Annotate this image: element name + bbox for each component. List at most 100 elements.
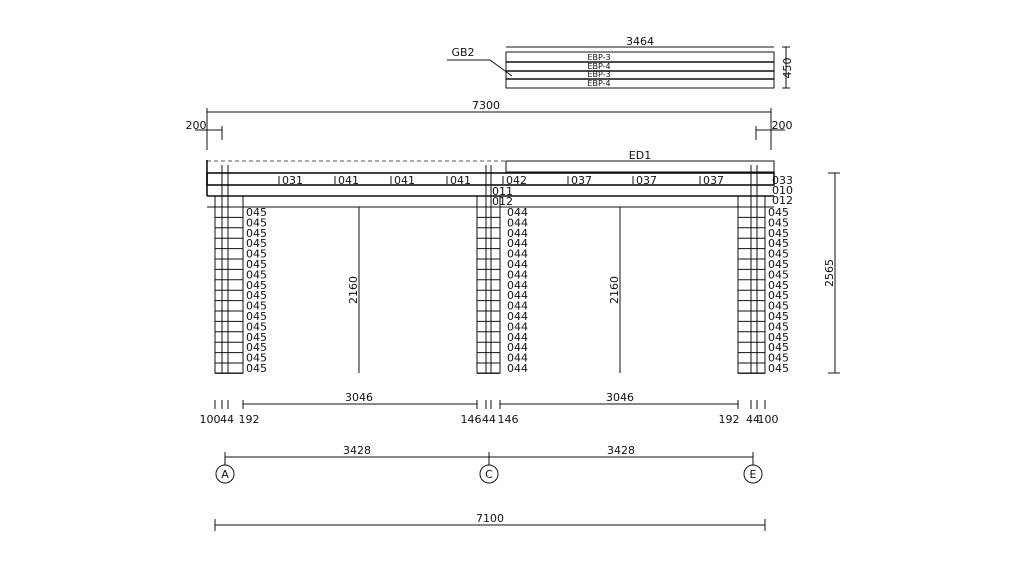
- panel-row-3: EBP-3: [587, 70, 610, 79]
- column-label: 045: [246, 258, 267, 271]
- panel-width-dim: 3464: [626, 35, 654, 48]
- panel-row-4: EBP-4: [587, 79, 610, 88]
- axis-label-E: E: [750, 468, 757, 481]
- beam-label: 037: [703, 174, 724, 187]
- column-label: 045: [768, 258, 789, 271]
- column-label: 044: [507, 248, 528, 261]
- column-label: 044: [507, 352, 528, 365]
- mid-label: 011: [492, 185, 513, 198]
- column-label: 045: [246, 279, 267, 292]
- column-label: 045: [246, 352, 267, 365]
- panel-height-dim: 450: [781, 58, 794, 79]
- post-1: [476, 195, 501, 374]
- column-label: 045: [246, 341, 267, 354]
- dim-146-mid-right: 146: [498, 413, 519, 426]
- dim-44-mid: 44: [482, 413, 496, 426]
- column-label: 045: [246, 248, 267, 261]
- beam-label: 037: [636, 174, 657, 187]
- column-label: 044: [507, 362, 528, 375]
- right-top-label: 010: [772, 184, 793, 197]
- column-label: 045: [246, 268, 267, 281]
- dim-100-left: 100: [200, 413, 221, 426]
- column-label: 044: [507, 300, 528, 313]
- column-label: 045: [768, 227, 789, 240]
- column-label: 045: [768, 320, 789, 333]
- column-label: 045: [768, 300, 789, 313]
- column-label: 045: [246, 331, 267, 344]
- clear-height-right: 2160: [608, 276, 621, 304]
- column-label: 044: [507, 258, 528, 271]
- column-label: 045: [768, 248, 789, 261]
- axis-span-right: 3428: [607, 444, 635, 457]
- roof-edge-label: ED1: [629, 149, 651, 162]
- right-top-label: 012: [772, 194, 793, 207]
- column-label: 045: [246, 289, 267, 302]
- column-label: 045: [768, 341, 789, 354]
- dim-100-right: 100: [758, 413, 779, 426]
- column-label: 045: [768, 216, 789, 229]
- panel-row-1: EBP-3: [587, 53, 610, 62]
- axis-bubble: [215, 464, 235, 484]
- column-label: 045: [246, 300, 267, 313]
- column-label: 044: [507, 237, 528, 250]
- column-label: 044: [507, 341, 528, 354]
- roof-edge: [505, 160, 775, 173]
- column-label: 045: [246, 362, 267, 375]
- axis-bubble: [479, 464, 499, 484]
- overhang-right-dim: 200: [772, 119, 793, 132]
- clear-span-right: 3046: [606, 391, 634, 404]
- beam-label: 037: [571, 174, 592, 187]
- beam-label: 041: [338, 174, 359, 187]
- column-label: 044: [507, 289, 528, 302]
- right-top-label: 033: [772, 174, 793, 187]
- column-label: 044: [507, 268, 528, 281]
- overhang-left-dim: 200: [186, 119, 207, 132]
- axis-label-C: C: [485, 468, 493, 481]
- axis-label-A: A: [221, 468, 229, 481]
- clear-span-left: 3046: [345, 391, 373, 404]
- post-0: [214, 195, 244, 374]
- leader-line: [447, 59, 513, 77]
- column-label: 045: [768, 289, 789, 302]
- dim-146-mid-left: 146: [461, 413, 482, 426]
- column-label: 044: [507, 279, 528, 292]
- column-label: 045: [768, 279, 789, 292]
- column-label: 045: [768, 268, 789, 281]
- column-label: 045: [246, 310, 267, 323]
- column-label: 045: [246, 320, 267, 333]
- mid-label: 012: [492, 195, 513, 208]
- column-label: 044: [507, 320, 528, 333]
- beam-label: 041: [394, 174, 415, 187]
- column-label: 045: [768, 237, 789, 250]
- overall-width-dim: 7300: [472, 99, 500, 112]
- overall-height-dim: 2565: [823, 259, 836, 287]
- dim-192-left: 192: [239, 413, 260, 426]
- panel-label: GB2: [451, 46, 474, 59]
- column-label: 045: [246, 216, 267, 229]
- gable-panel: 3464 EBP-3 EBP-4 EBP-3 EBP-4 450 GB2: [447, 35, 794, 89]
- column-label: 045: [246, 237, 267, 250]
- dim-44-left: 44: [220, 413, 234, 426]
- panel-outline: [505, 51, 775, 89]
- total-width-dim: 7100: [476, 512, 504, 525]
- column-label: 045: [768, 362, 789, 375]
- column-label: 045: [246, 227, 267, 240]
- beam-label: 042: [506, 174, 527, 187]
- column-label: 045: [246, 206, 267, 219]
- beam-label: 041: [450, 174, 471, 187]
- column-label: 045: [768, 331, 789, 344]
- column-label: 044: [507, 227, 528, 240]
- column-label: 045: [768, 310, 789, 323]
- clear-height-left: 2160: [347, 276, 360, 304]
- dim-44-right: 44: [746, 413, 760, 426]
- panel-row-2: EBP-4: [587, 62, 610, 71]
- axis-span-left: 3428: [343, 444, 371, 457]
- dim-192-right: 192: [719, 413, 740, 426]
- column-label: 044: [507, 310, 528, 323]
- column-label: 045: [768, 206, 789, 219]
- axis-bubble: [743, 464, 763, 484]
- beam-label: 031: [282, 174, 303, 187]
- column-label: 044: [507, 206, 528, 219]
- column-label: 044: [507, 216, 528, 229]
